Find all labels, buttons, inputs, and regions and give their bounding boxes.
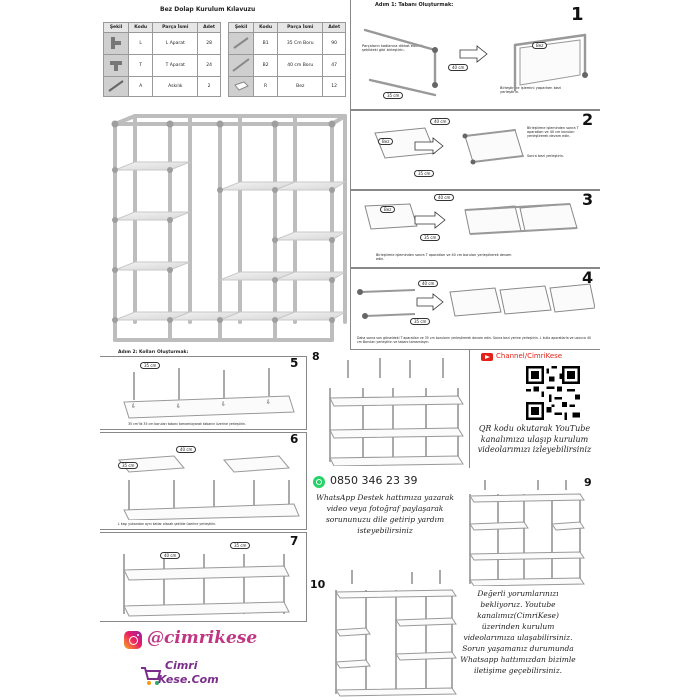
brand-line2: Kese.Com [158, 673, 219, 686]
pipe-35-icon [228, 32, 254, 55]
svg-text:⇩: ⇩ [176, 403, 181, 410]
step5-title: Adım 2: Kolları Oluşturmak: [118, 350, 189, 355]
instagram-handle[interactable]: @cimrikese [147, 628, 258, 648]
youtube-text: QR kodu okutarak YouTube kanalımıza ulaş… [477, 424, 592, 454]
parts-table-right: Şekil Kodu Parça İsmi Adet B1 35 Cm Boru… [228, 22, 346, 97]
col-qty: Adet [322, 22, 346, 33]
step1-note-left: Parçaların kodlarına dikkat ederek şekil… [362, 44, 424, 52]
step9-number: 9 [584, 476, 592, 489]
step6-diagram [117, 455, 300, 520]
step1-note-right: Birleştirme işlemini yaparken bezi yerle… [500, 86, 561, 94]
step7-number: 7 [290, 534, 299, 548]
table-cell: L Aparat [152, 32, 199, 55]
step6-number: 6 [290, 432, 299, 446]
table-cell: Bez [277, 76, 324, 97]
step6-tag-40: 40 cm [176, 446, 197, 453]
l-connector-icon [103, 32, 129, 55]
step1-tag-bez: Bez [532, 42, 548, 49]
step7-tag-35: 35 cm [230, 542, 251, 549]
svg-text:⇩: ⇩ [221, 401, 226, 408]
svg-text:⇩: ⇩ [131, 403, 136, 410]
table-cell: 12 [322, 76, 346, 97]
step9-diagram [469, 480, 585, 586]
step5-diagram: ⇩ ⇩ ⇩ ⇩ [123, 368, 295, 419]
step5-note: 35 cm'lik 35 cm boruları tabanı tamamlay… [128, 422, 246, 426]
step7-tag-40: 40 cm [160, 552, 181, 559]
t-connector-icon [103, 54, 129, 77]
step2-note2: Sonra bezi yerleştirin. [527, 154, 565, 158]
step1-diagram [363, 28, 588, 97]
qr-code[interactable] [526, 366, 580, 420]
table-cell: 47 [322, 54, 346, 77]
guide-title: Bez Dolap Kurulum Kılavuzu [160, 6, 256, 13]
wardrobe-illustration [111, 114, 347, 342]
step1-tag-35: 35 cm [383, 92, 404, 99]
step4-tag-40: 40 cm [418, 280, 439, 287]
step5-tag-35: 35 cm [140, 362, 161, 369]
step3-tag-35: 35 cm [420, 234, 441, 241]
table-cell: 35 Cm Boru [277, 32, 324, 55]
table-cell: B2 [252, 54, 279, 77]
step4-note: Daha sonra son görseldeki T aparatları v… [357, 336, 592, 344]
svg-text:⇩: ⇩ [266, 399, 271, 406]
table-cell: Askılık [152, 76, 199, 97]
youtube-channel[interactable]: Channel/CimriKese [496, 352, 563, 360]
comments-text: Değerli yorumlarınızı bekliyoruz. Youtub… [460, 589, 576, 675]
pipe-40-icon [228, 54, 254, 77]
table-cell: 2 [197, 76, 221, 97]
table-cell: T Aparat [152, 54, 199, 77]
col-name: Parça İsmi [277, 22, 324, 33]
step2-diagram [374, 127, 524, 165]
step10-diagram [335, 570, 457, 697]
step10-number: 10 [310, 578, 326, 591]
step4-number: 4 [582, 268, 594, 287]
step1-number: 1 [571, 4, 584, 25]
table-cell: T [127, 54, 154, 77]
step8-diagram [329, 358, 464, 466]
table-cell: A [127, 76, 154, 97]
col-name: Parça İsmi [152, 22, 199, 33]
table-cell: 40 cm Boru [277, 54, 324, 77]
step4-diagram [357, 283, 595, 319]
step3-number: 3 [582, 190, 594, 209]
col-shape: Şekil [103, 22, 129, 33]
col-code: Kodu [252, 22, 279, 33]
step6-note: L kaşı yukarıdan aynı katlar olacak şeki… [118, 522, 217, 526]
table-cell: 28 [197, 32, 221, 55]
step2-tag-bez: Bez [378, 138, 394, 145]
table-cell: L [127, 32, 154, 55]
step3-tag-bez: Bez [380, 206, 396, 213]
table-cell: 90 [322, 32, 346, 55]
whatsapp-phone[interactable]: 0850 346 23 39 [330, 474, 418, 487]
table-cell: 24 [197, 54, 221, 77]
youtube-icon [481, 353, 493, 361]
parts-table-left: Şekil Kodu Parça İsmi Adet L L Aparat 28… [103, 22, 221, 97]
step2-tag-40: 40 cm [430, 118, 451, 125]
fabric-panel-icon [228, 76, 254, 97]
table-cell: B1 [252, 32, 279, 55]
step2-note: Birleştirme işleminden sonra T aparatlar… [527, 126, 579, 138]
col-qty: Adet [197, 22, 221, 33]
brand-line1: Cimri [165, 659, 198, 672]
step6-tag-35: 35 cm [118, 462, 139, 469]
step1-tag-40: 40 cm [448, 64, 469, 71]
cart-icon [140, 664, 162, 686]
whatsapp-icon [313, 476, 325, 488]
col-shape: Şekil [228, 22, 254, 33]
step3-diagram [364, 203, 578, 235]
step2-number: 2 [582, 110, 594, 129]
col-code: Kodu [127, 22, 154, 33]
hanger-bar-icon [103, 76, 129, 97]
step4-tag-35: 35 cm [410, 318, 431, 325]
instagram-icon [124, 631, 142, 649]
step7-diagram [123, 554, 290, 617]
table-cell: R [252, 76, 279, 97]
step5-number: 5 [290, 356, 299, 370]
step2-tag-35: 35 cm [414, 170, 435, 177]
whatsapp-text: WhatsApp Destek hattımıza yazarak video … [316, 493, 454, 535]
step3-note: Birleştirme işleminden sonra T aparatlar… [376, 253, 512, 261]
step1-title: Adım 1: Tabanı Oluşturmak: [375, 2, 454, 8]
step3-tag-40: 40 cm [434, 194, 455, 201]
step8-number: 8 [312, 350, 320, 363]
